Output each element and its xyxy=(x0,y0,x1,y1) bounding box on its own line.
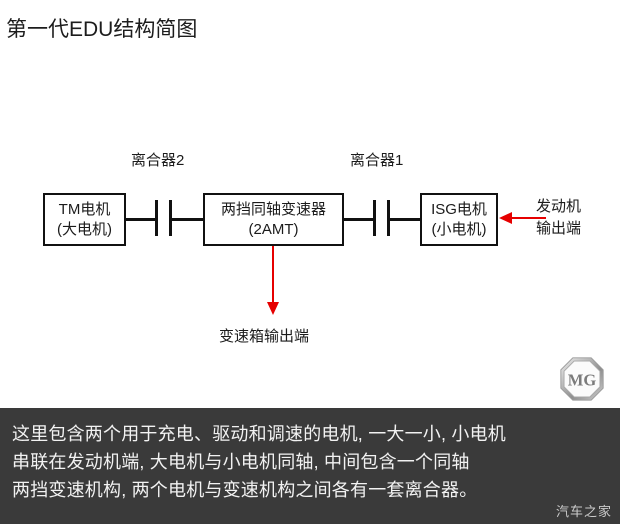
shaft-clutch2-to-gearbox xyxy=(172,218,204,221)
clutch-plate-left xyxy=(155,200,158,236)
mg-logo-icon: MG xyxy=(560,357,604,401)
gearbox-box: 两挡同轴变速器 (2AMT) xyxy=(203,193,344,246)
isg-motor-label-line1: ISG电机 xyxy=(431,200,487,218)
caption-line-1: 这里包含两个用于充电、驱动和调速的电机, 一大一小, 小电机 xyxy=(12,424,507,444)
engine-output-label: 发动机 输出端 xyxy=(536,196,581,240)
shaft-gearbox-to-clutch1 xyxy=(344,218,373,221)
clutch-plate-right xyxy=(169,200,172,236)
engine-output-arrow-line xyxy=(510,217,546,219)
caption-bar: 这里包含两个用于充电、驱动和调速的电机, 一大一小, 小电机 串联在发动机端, … xyxy=(0,408,620,524)
gearbox-output-arrowhead-icon xyxy=(267,302,279,315)
isg-motor-box: ISG电机 (小电机) xyxy=(420,193,498,246)
clutch-plate-left xyxy=(373,200,376,236)
gearbox-label-line2: (2AMT) xyxy=(248,220,299,238)
gearbox-output-arrow-line xyxy=(272,246,274,304)
caption-line-3: 两挡变速机构, 两个电机与变速机构之间各有一套离合器。 xyxy=(12,480,478,500)
shaft-tm-to-clutch2 xyxy=(126,218,155,221)
site-watermark: 汽车之家 xyxy=(555,504,612,519)
gearbox-label-line1: 两挡同轴变速器 xyxy=(220,200,326,218)
svg-text:MG: MG xyxy=(568,370,597,389)
clutch-2-label: 离合器2 xyxy=(131,152,185,169)
shaft-clutch1-to-isg xyxy=(390,218,421,221)
caption-line-2: 串联在发动机端, 大电机与小电机同轴, 中间包含一个同轴 xyxy=(12,452,470,472)
engine-output-label-line2: 输出端 xyxy=(536,220,582,237)
gearbox-output-label: 变速箱输出端 xyxy=(219,328,310,345)
engine-output-label-line1: 发动机 xyxy=(536,198,582,215)
caption-text: 这里包含两个用于充电、驱动和调速的电机, 一大一小, 小电机 串联在发动机端, … xyxy=(12,420,608,504)
isg-motor-label-line2: (小电机) xyxy=(431,220,487,238)
clutch-1-symbol-icon xyxy=(373,200,390,236)
tm-motor-box: TM电机 (大电机) xyxy=(43,193,126,246)
clutch-plate-right xyxy=(387,200,390,236)
edu-structure-diagram: 离合器2 离合器1 TM电机 (大电机) 两挡同轴变速器 (2AMT) ISG电… xyxy=(43,152,604,401)
page-title: 第一代EDU结构简图 xyxy=(6,18,198,41)
clutch-2-symbol-icon xyxy=(155,200,172,236)
clutch-1-label: 离合器1 xyxy=(350,152,404,169)
engine-output-arrowhead-icon xyxy=(499,212,512,224)
tm-motor-label-line1: TM电机 xyxy=(58,200,111,218)
tm-motor-label-line2: (大电机) xyxy=(57,220,112,238)
